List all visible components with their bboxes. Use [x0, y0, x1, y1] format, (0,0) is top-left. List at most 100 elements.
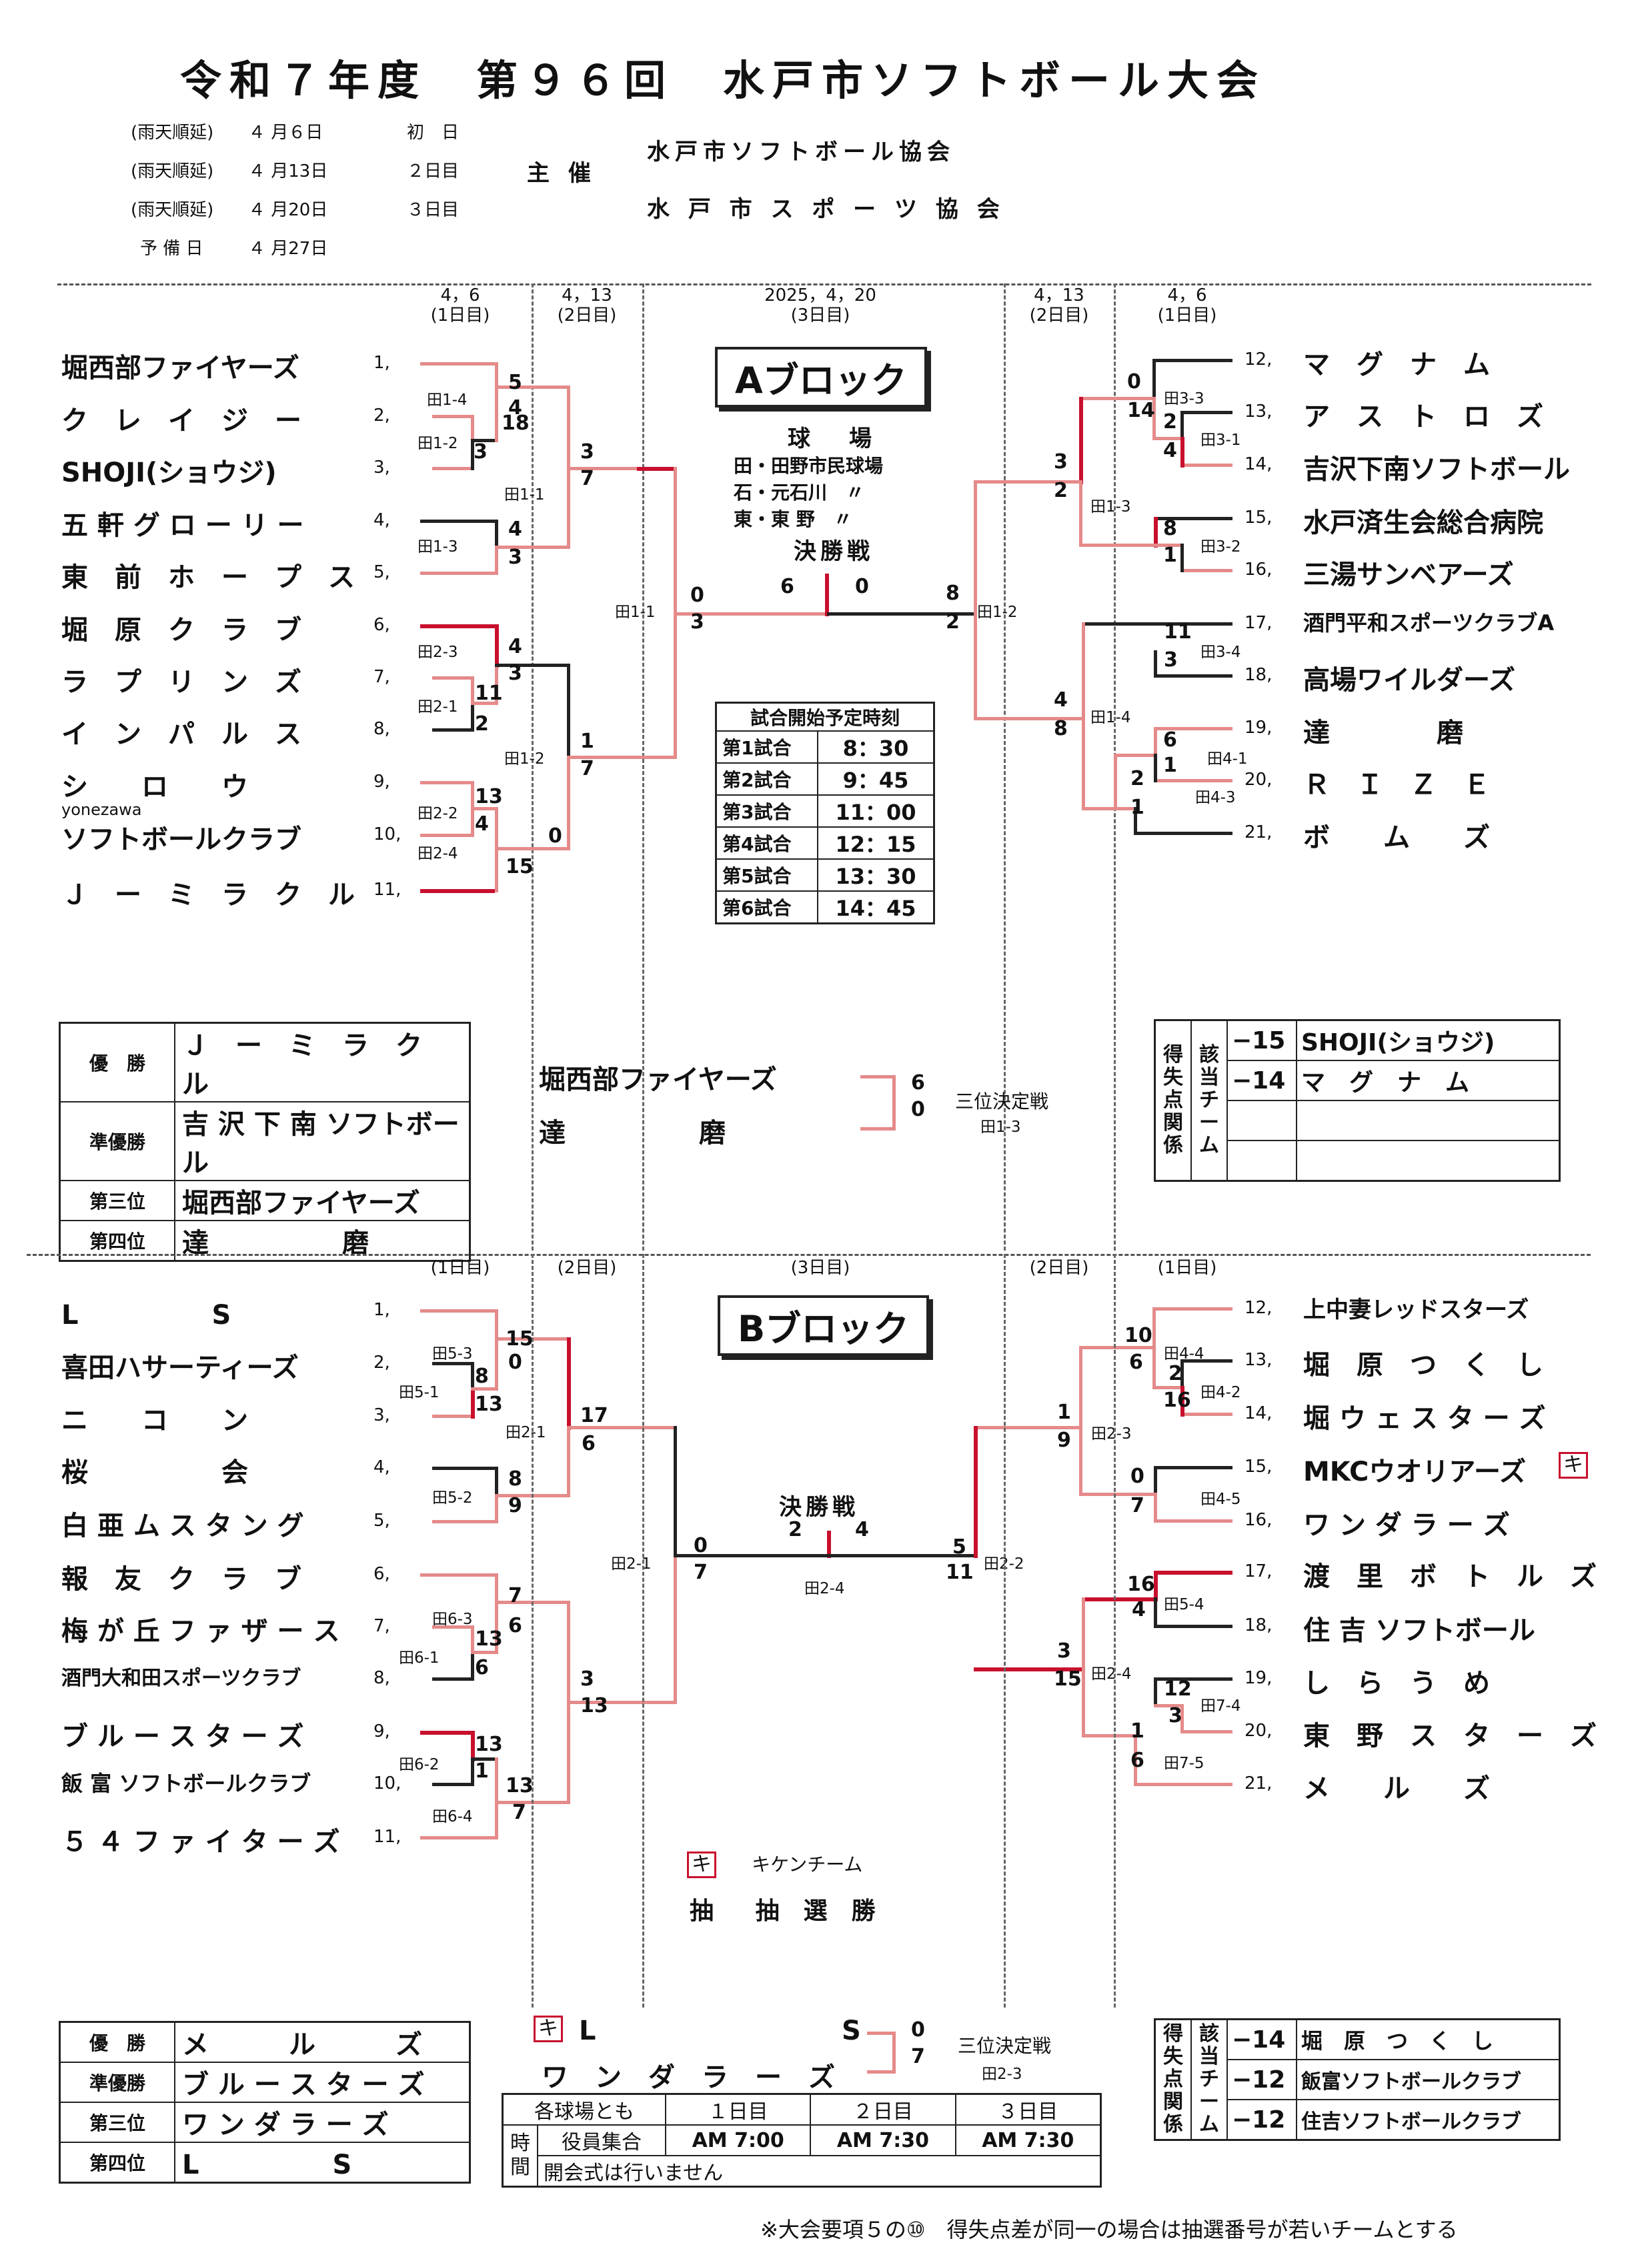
team-number: 15, [1245, 1457, 1273, 1477]
third-label: 三位決定戦 [958, 2035, 1052, 2057]
score: 9 [508, 1494, 522, 1517]
schedule-note: (雨天順延) [131, 123, 214, 143]
score: 4 [1132, 1598, 1146, 1621]
bracket-line [1152, 437, 1180, 440]
field-label: 田1-2 [504, 750, 545, 768]
bracket-line [432, 1677, 471, 1681]
bracket-line [827, 1531, 831, 1558]
bracket-line [432, 1520, 495, 1523]
schedule-date: ４ 月13日 [248, 161, 328, 181]
score: 16 [1163, 1389, 1191, 1412]
score: 0 [690, 584, 704, 607]
bracket-line [567, 467, 570, 549]
score: 10 [1124, 1324, 1152, 1347]
team-name: 渡 里 ボ ト ル ズ [1303, 1561, 1597, 1592]
bracket-line [827, 612, 974, 616]
bracket-line [567, 1426, 570, 1497]
final-score: 0 [855, 575, 869, 598]
bracket-line [471, 781, 474, 810]
team-number: 18, [1245, 665, 1273, 685]
bracket-line [1079, 397, 1152, 400]
bracket-line [495, 1801, 567, 1804]
score: 15 [1054, 1667, 1082, 1691]
bracket-line [1154, 1597, 1157, 1628]
round-day: (2日目) [1029, 1258, 1089, 1278]
team-name: ボ ム ズ [1303, 822, 1490, 853]
score: 4 [508, 396, 522, 420]
round-header: 4，13(2日目) [534, 285, 640, 325]
bracket-line [674, 467, 677, 616]
diff-team: マ グ ナ ム [1296, 1060, 1561, 1101]
team-name: Ｊ ー ミ ラ ク ル [61, 880, 355, 910]
game-label: 第1試合 [715, 730, 818, 764]
bracket-line [471, 1651, 495, 1654]
field-label: 田2-2 [418, 805, 458, 822]
final-label: 決勝戦 [794, 538, 874, 565]
field-label: 田1-1 [504, 486, 545, 504]
score: 13 [475, 785, 503, 808]
bracket-line [974, 1426, 1079, 1429]
score: 3 [580, 1667, 594, 1691]
bracket-line [674, 612, 827, 616]
score: 13 [580, 1694, 608, 1717]
team-name: 堀 ウ ェ ス タ ー ズ [1303, 1403, 1546, 1434]
score: 8 [508, 1467, 522, 1491]
bracket-line [567, 467, 674, 470]
field-label: 田5-2 [432, 1489, 473, 1507]
team-name: MKCウオリアーズ [1303, 1457, 1526, 1487]
score: 7 [580, 467, 594, 490]
bracket-line [1154, 1571, 1158, 1601]
team-name: 堀 原 ク ラ ブ [61, 615, 301, 646]
field-label: 田3-4 [1200, 644, 1241, 661]
bracket-line [1079, 1346, 1152, 1349]
score: 2 [946, 610, 960, 634]
score: 7 [580, 757, 594, 780]
bracket-line [1082, 684, 1085, 810]
score: 1 [1163, 754, 1177, 777]
round-date: 4，6 [440, 285, 480, 305]
diff-team [1296, 1140, 1561, 1182]
bracket-line [1079, 1426, 1082, 1496]
team-name: 桜 会 [61, 1457, 248, 1488]
bracket-line [567, 1337, 571, 1430]
result-team: メ ル ズ [174, 2021, 471, 2063]
field-label: 田1-3 [1090, 498, 1131, 516]
result-rank: 準優勝 [59, 1101, 175, 1181]
bracket-line [1079, 1346, 1082, 1429]
team-name: 喜田ハサーティーズ [61, 1353, 299, 1383]
score: 8 [946, 582, 960, 605]
team-number: 19, [1245, 1668, 1273, 1688]
bracket-line [1154, 1493, 1157, 1523]
team-name: ラ プ リ ン ズ [61, 667, 301, 698]
result-team: Ｊ ー ミ ラ ク ル [174, 1022, 471, 1102]
diff-team [1296, 1100, 1561, 1141]
team-name: 酒門平和スポーツクラブA [1303, 610, 1555, 636]
bracket-line [1152, 397, 1156, 440]
score: 3 [474, 440, 488, 464]
bracket-line [567, 1701, 674, 1704]
third-place-team: 堀西部ファイヤーズ [539, 1064, 777, 1095]
diff-points: −14 [1226, 1060, 1297, 1101]
field-label: 田2-3 [418, 644, 458, 661]
bracket-line [495, 1494, 498, 1523]
team-number: 8, [373, 719, 390, 739]
team-number: 15, [1245, 508, 1273, 528]
bracket-line [471, 1757, 474, 1786]
score: 13 [475, 1733, 503, 1756]
field-label: 田3-3 [1164, 390, 1204, 408]
block-b-label: Bブロック [718, 1295, 930, 1356]
game-label: 第5試合 [715, 858, 818, 892]
game-label: 第6試合 [715, 890, 818, 924]
bracket-line [420, 1573, 495, 1577]
bracket-line [471, 439, 474, 470]
bracket-line [567, 756, 674, 759]
bracket-line [471, 1731, 475, 1761]
bracket-line [495, 546, 498, 575]
score: 5 [952, 1535, 966, 1559]
bracket-line [432, 1362, 471, 1365]
team-number: 13, [1245, 1350, 1273, 1370]
team-name: 梅 が 丘 フ ァ ザ ー ス [61, 1616, 340, 1647]
round-date: 2025，4，20 [764, 285, 876, 305]
score: 11 [946, 1561, 974, 1584]
